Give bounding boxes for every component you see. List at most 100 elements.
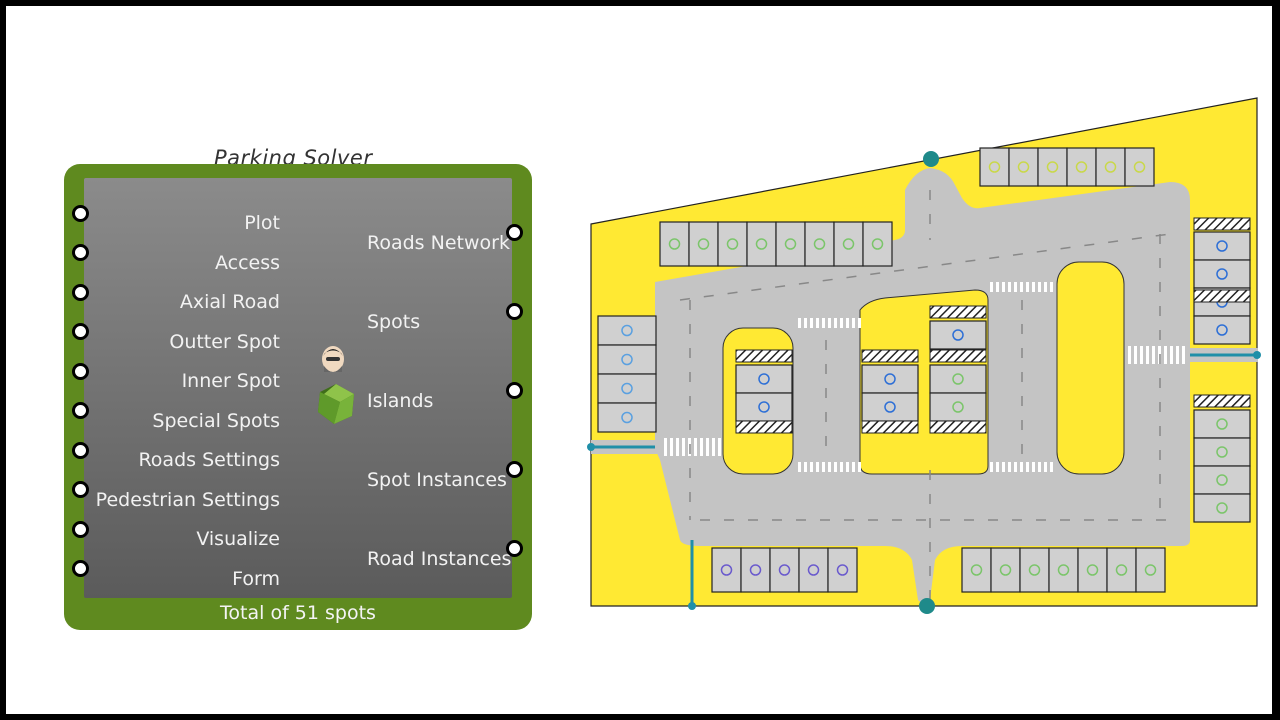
- input-port-visualize[interactable]: [72, 521, 89, 538]
- output-port-spots[interactable]: [506, 303, 523, 320]
- crosswalk-stripe: [798, 318, 801, 328]
- input-special-spots[interactable]: Special Spots: [152, 410, 280, 432]
- crosswalk-stripe: [840, 462, 843, 472]
- input-roads-settings[interactable]: Roads Settings: [138, 449, 280, 471]
- spot-marker-icon: [1216, 474, 1228, 486]
- input-outter-spot[interactable]: Outter Spot: [169, 331, 280, 353]
- parking-spots: [597, 147, 1251, 600]
- crosswalk-stripe: [852, 462, 855, 472]
- spot-marker-icon: [621, 411, 633, 424]
- hatched-zone: [735, 420, 793, 434]
- crosswalk-stripe: [1032, 462, 1035, 472]
- output-spot-instances[interactable]: Spot Instances: [367, 469, 507, 491]
- output-port-islands[interactable]: [506, 382, 523, 399]
- input-port-special-spots[interactable]: [72, 402, 89, 419]
- spot-marker-icon: [726, 238, 739, 250]
- crosswalk-stripe: [1146, 346, 1149, 364]
- parking-spot: [1077, 547, 1108, 593]
- crosswalk-stripe: [1134, 346, 1137, 364]
- parking-spot: [1135, 547, 1166, 593]
- crosswalk-stripe: [664, 438, 667, 456]
- spot-total-footer: Total of 51 spots: [220, 602, 376, 624]
- parking-spot: [1095, 147, 1126, 187]
- crosswalk-stripe: [822, 462, 825, 472]
- output-islands[interactable]: Islands: [367, 390, 434, 412]
- crosswalk-stripe: [1020, 462, 1023, 472]
- input-inner-spot[interactable]: Inner Spot: [181, 370, 280, 392]
- hatched-zone: [861, 349, 919, 363]
- parking-spot: [1193, 259, 1251, 289]
- spot-marker-icon: [988, 161, 1001, 173]
- input-port-form[interactable]: [72, 560, 89, 577]
- crosswalk-stripe: [834, 462, 837, 472]
- output-port-roads-network[interactable]: [506, 224, 523, 241]
- spot-marker-icon: [884, 401, 896, 413]
- parking-spot: [1193, 315, 1251, 345]
- input-port-access[interactable]: [72, 244, 89, 261]
- crosswalk-stripe: [1152, 346, 1155, 364]
- crosswalk-stripe: [1182, 346, 1185, 364]
- parking-spot: [979, 147, 1010, 187]
- spot-marker-icon: [952, 401, 964, 413]
- parking-layout-plan[interactable]: [6, 6, 1272, 714]
- input-port-pedestrian-settings[interactable]: [72, 481, 89, 498]
- parking-spot: [659, 221, 690, 267]
- parking-spot: [961, 547, 992, 593]
- output-spots[interactable]: Spots: [367, 311, 421, 333]
- hatched-zone: [1193, 394, 1251, 408]
- spot-marker-icon: [668, 238, 681, 250]
- input-axial-road[interactable]: Axial Road: [179, 291, 280, 313]
- crosswalk-stripe: [1044, 282, 1047, 292]
- output-port-spot-instances[interactable]: [506, 461, 523, 478]
- crosswalk-stripe: [804, 462, 807, 472]
- output-port-road-instances[interactable]: [506, 540, 523, 557]
- parking-solver-component[interactable]: Plot Access Axial Road Outter Spot Inner…: [64, 164, 532, 630]
- parking-spot: [597, 373, 657, 404]
- output-road-instances[interactable]: Road Instances: [367, 548, 512, 570]
- crosswalk-stripe: [670, 438, 673, 456]
- parking-spot: [746, 221, 777, 267]
- spot-marker-icon: [749, 564, 762, 576]
- spot-marker-icon: [1133, 161, 1146, 173]
- crosswalk-stripe: [1050, 282, 1053, 292]
- spot-marker-icon: [1144, 564, 1157, 576]
- crosswalk-stripe: [676, 438, 679, 456]
- crosswalk-stripe: [810, 462, 813, 472]
- crosswalk-stripe: [798, 462, 801, 472]
- spot-marker-icon: [842, 238, 855, 250]
- input-pedestrian-settings[interactable]: Pedestrian Settings: [95, 489, 280, 511]
- parking-spot: [735, 364, 793, 394]
- parking-spot: [990, 547, 1021, 593]
- input-port-roads-settings[interactable]: [72, 442, 89, 459]
- parking-spot: [798, 547, 829, 593]
- parking-spot: [1193, 493, 1251, 523]
- hatched-zone: [1193, 217, 1251, 231]
- spot-marker-icon: [621, 382, 633, 395]
- crosswalk-stripe: [1026, 462, 1029, 472]
- output-roads-network[interactable]: Roads Network: [367, 232, 510, 254]
- crosswalk-stripe: [828, 318, 831, 328]
- crosswalk-stripe: [852, 318, 855, 328]
- input-plot[interactable]: Plot: [244, 212, 280, 234]
- input-form[interactable]: Form: [232, 568, 280, 590]
- crosswalk-stripe: [1128, 346, 1131, 364]
- spot-marker-icon: [1216, 446, 1228, 458]
- crosswalk-stripe: [816, 318, 819, 328]
- spot-marker-icon: [758, 373, 770, 385]
- input-access[interactable]: Access: [214, 252, 280, 274]
- access-points[interactable]: [587, 151, 1261, 614]
- parking-spot: [804, 221, 835, 267]
- spot-marker-icon: [621, 353, 633, 366]
- parking-spot: [1193, 231, 1251, 261]
- spot-marker-icon: [1115, 564, 1128, 576]
- author-avatar-icon: [322, 346, 344, 372]
- input-port-axial-road[interactable]: [72, 284, 89, 301]
- crosswalk-stripe: [1164, 346, 1167, 364]
- input-port-plot[interactable]: [72, 205, 89, 222]
- lane-marking: [679, 233, 1171, 301]
- crosswalk-stripe: [1002, 282, 1005, 292]
- input-port-outter-spot[interactable]: [72, 323, 89, 340]
- crosswalk-stripe: [1020, 282, 1023, 292]
- input-port-inner-spot[interactable]: [72, 363, 89, 380]
- input-visualize[interactable]: Visualize: [196, 528, 280, 550]
